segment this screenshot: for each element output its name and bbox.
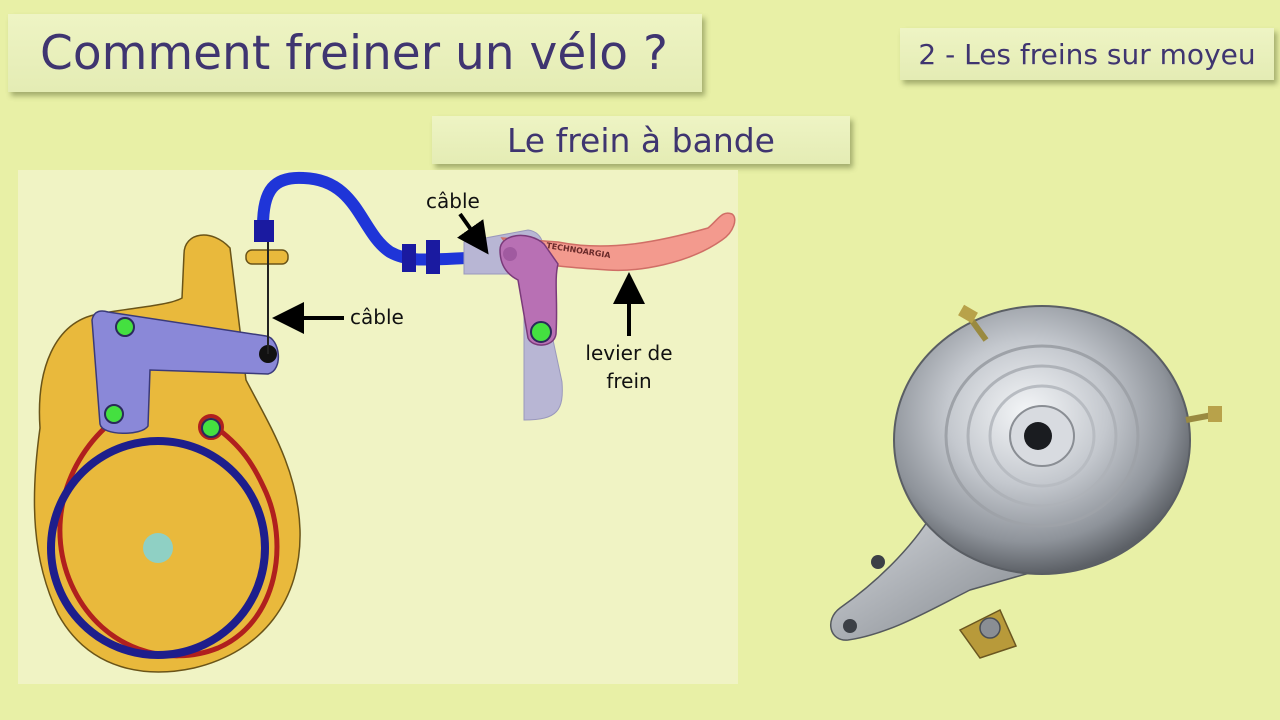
- brake-lever: [500, 212, 736, 272]
- cable-top-arrow: [457, 212, 489, 255]
- chapter-banner: 2 - Les freins sur moyeu: [900, 28, 1274, 80]
- arm-pivot-top: [115, 317, 135, 337]
- cable-top-label: câble: [426, 189, 480, 213]
- page-title: Comment freiner un vélo ?: [40, 25, 668, 81]
- brake-diagram-panel: TECHNOARGIA câble câble levier de frein: [18, 170, 738, 684]
- arm-pivot-bottom: [104, 404, 124, 424]
- title-banner: Comment freiner un vélo ?: [8, 14, 702, 92]
- brake-band: [57, 418, 280, 659]
- subtitle-banner: Le frein à bande: [432, 116, 850, 164]
- brake-drum: [47, 437, 269, 659]
- lever-label-line1: levier de: [585, 341, 672, 365]
- brake-arm: [91, 310, 279, 434]
- lever-pivot-body: [499, 234, 559, 346]
- hub-bolt-top: [958, 304, 989, 342]
- lever-pivot: [530, 321, 552, 343]
- hub-axle: [143, 533, 173, 563]
- hub-bolt-right: [1185, 406, 1222, 423]
- band-anchor: [201, 418, 221, 438]
- cable-left-label: câble: [350, 305, 404, 329]
- hub-adjuster: [958, 608, 1018, 659]
- lever-label-line2: frein: [606, 369, 651, 393]
- section-subtitle: Le frein à bande: [507, 120, 775, 160]
- band-brake-hub-photo: [830, 304, 1222, 659]
- chapter-title: 2 - Les freins sur moyeu: [918, 37, 1256, 71]
- hub-axle-hole: [1024, 422, 1052, 450]
- band-brake-diagram: TECHNOARGIA câble câble levier de frein: [33, 171, 736, 673]
